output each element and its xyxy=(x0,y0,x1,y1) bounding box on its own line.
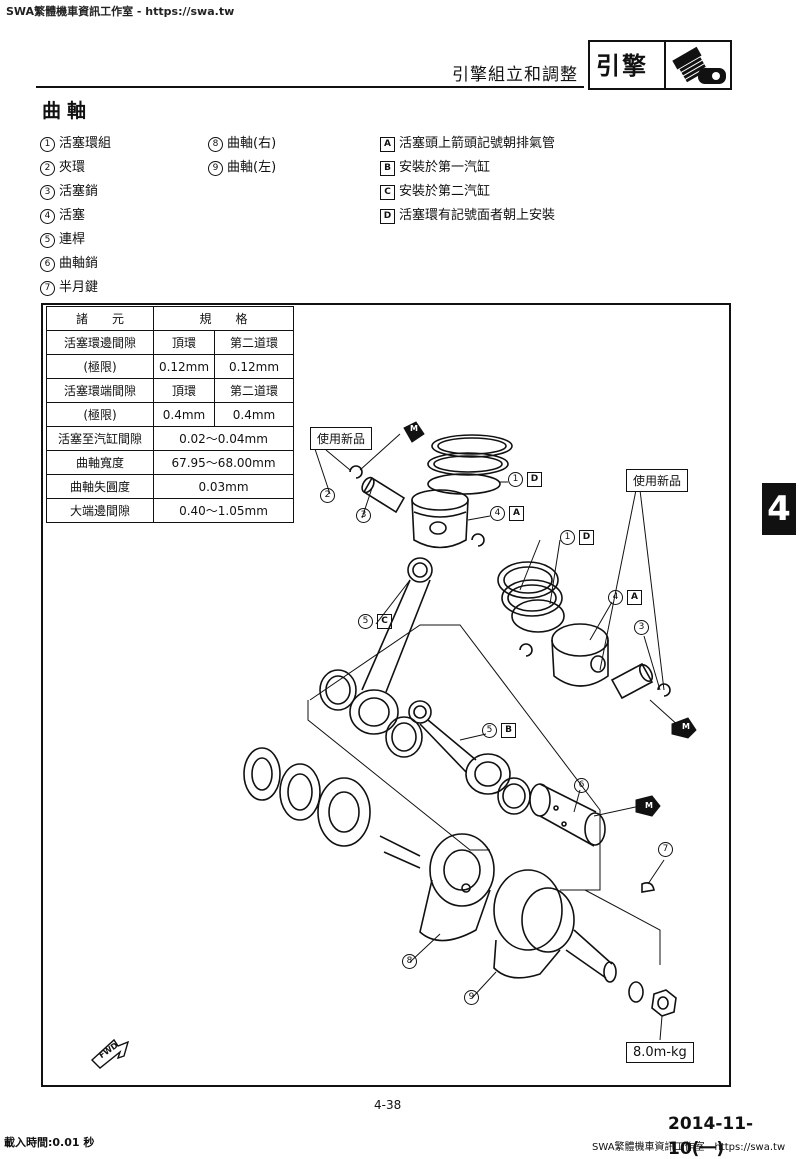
callout-9: 9 xyxy=(464,990,483,1005)
callout-3-left: 3 xyxy=(356,508,375,523)
page-number: 4-38 xyxy=(374,1098,402,1112)
spec-ring-side-val2: 0.12mm xyxy=(214,354,294,379)
crankshaft-right-half xyxy=(379,833,495,942)
diagram-frame xyxy=(41,303,731,1087)
torque-note: 8.0m-kg xyxy=(626,1042,694,1063)
spec-ring-end-limit: (極限) xyxy=(46,402,154,427)
callout-6: 6 xyxy=(574,778,593,793)
header-section-box xyxy=(588,40,732,90)
circlip-left-1 xyxy=(349,465,363,479)
piston-rings-right xyxy=(497,561,565,633)
hex-nut xyxy=(651,989,677,1017)
spec-ring-end-val1: 0.4mm xyxy=(153,402,215,427)
chapter-tab: 4 xyxy=(762,483,796,535)
connecting-rod-c xyxy=(349,557,433,735)
header-box-divider xyxy=(664,40,666,90)
header-section-label: 引擎 xyxy=(596,52,648,80)
piston-right xyxy=(551,623,609,687)
spec-ring-end-val2: 0.4mm xyxy=(214,402,294,427)
piston-rings-left xyxy=(427,434,513,495)
spec-ring-side-col2: 第二道環 xyxy=(214,330,294,355)
section-title: 曲軸 xyxy=(42,100,93,122)
woodruff-key xyxy=(641,882,655,893)
spec-ring-end-col1: 頂環 xyxy=(153,378,215,403)
callout-2: 2 xyxy=(320,488,339,503)
alignment-outline-2 xyxy=(307,700,490,851)
spec-row: 大端邊間隙 0.40～1.05mm xyxy=(46,498,294,523)
connecting-rod-b xyxy=(408,700,511,795)
spec-row: 曲軸失圓度 0.03mm xyxy=(46,474,294,499)
new-part-note-right: 使用新品 xyxy=(626,469,689,492)
spec-table: 諸 元 規 格 活塞環邊間隙 頂環 第二道環 (極限) 0.12mm 0.12m… xyxy=(46,306,294,523)
spec-head-param: 諸 元 xyxy=(46,306,154,331)
spec-ring-side-col1: 頂環 xyxy=(153,330,215,355)
spec-ring-end-col2: 第二道環 xyxy=(214,378,294,403)
circlip-right-1 xyxy=(519,643,533,657)
oil-mark-3: M xyxy=(645,801,653,810)
header-title: 引擎組立和調整 xyxy=(452,65,578,85)
callout-3-right: 3 xyxy=(634,620,653,635)
oil-mark-pointer-1 xyxy=(403,421,425,443)
crank-pin xyxy=(529,783,606,847)
oil-mark-pointer-2 xyxy=(671,717,697,739)
bearing-shell-c-1 xyxy=(319,669,357,711)
oil-mark-2: M xyxy=(682,722,690,731)
alignment-outline-1 xyxy=(309,624,601,891)
callout-8: 8 xyxy=(402,954,421,969)
header-rule xyxy=(36,86,584,88)
washer xyxy=(628,981,644,1003)
watermark-top: SWA繁體機車資訊工作室 - https://swa.tw xyxy=(6,5,235,18)
load-time: 載入時間:0.01 秒 xyxy=(4,1136,95,1149)
crankshaft-left-half xyxy=(493,869,617,983)
circlip-left-2 xyxy=(471,533,485,547)
callout-7: 7 xyxy=(658,842,677,857)
oil-seal-left xyxy=(243,747,281,801)
watermark-bottom: SWA繁體機車資訊工作室 - https://swa.tw xyxy=(592,1142,786,1153)
piston-pin-left xyxy=(361,476,406,514)
spec-head-spec: 規 格 xyxy=(153,306,294,331)
new-part-note-left: 使用新品 xyxy=(310,427,373,450)
fwd-arrow-icon xyxy=(90,1038,130,1069)
spec-ring-side-label: 活塞環邊間隙 xyxy=(46,330,154,355)
spec-row: 活塞至汽缸間隙 0.02～0.04mm xyxy=(46,426,294,451)
spec-ring-side-limit: (極限) xyxy=(46,354,154,379)
engine-icon xyxy=(672,46,726,84)
spec-ring-side-val1: 0.12mm xyxy=(153,354,215,379)
oil-mark-pointer-3 xyxy=(635,795,661,817)
oil-mark-1: M xyxy=(410,424,418,433)
ball-bearing-left xyxy=(317,777,371,847)
needle-bearing-left xyxy=(279,763,321,821)
piston-pin-right xyxy=(610,662,654,700)
alignment-outline-3 xyxy=(584,889,661,965)
spec-row: 曲軸寬度 67.95～68.00mm xyxy=(46,450,294,475)
spec-ring-end-label: 活塞環端間隙 xyxy=(46,378,154,403)
bearing-shell-c-2 xyxy=(385,716,423,758)
piston-left xyxy=(411,489,469,549)
